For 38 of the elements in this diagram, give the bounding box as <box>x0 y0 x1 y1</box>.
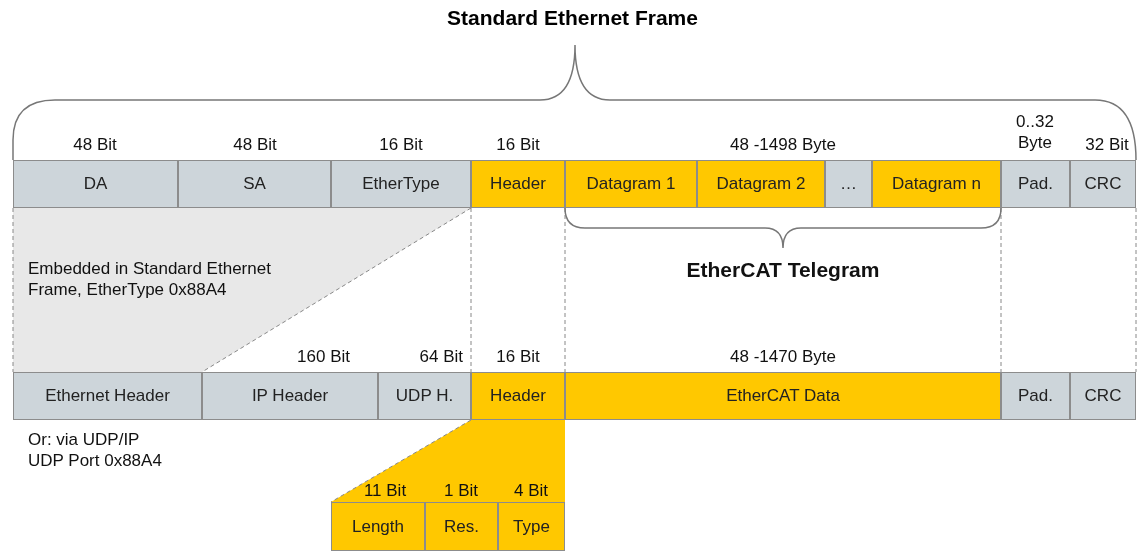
field-cell: Res. <box>425 502 498 551</box>
field-cell: Datagram n <box>872 160 1001 208</box>
size-label: 48 Bit <box>72 134 118 155</box>
size-label: 32 Bit <box>1084 134 1130 155</box>
field-cell: Length <box>331 502 425 551</box>
field-cell: Datagram 1 <box>565 160 697 208</box>
size-label: 4 Bit <box>513 480 549 501</box>
size-label: 16 Bit <box>495 134 541 155</box>
size-label: 16 Bit <box>378 134 424 155</box>
field-cell: Type <box>498 502 565 551</box>
diagram-title: Standard Ethernet Frame <box>446 6 699 30</box>
size-label: 48 -1498 Byte <box>729 134 837 155</box>
field-cell: UDP H. <box>378 372 471 420</box>
field-cell: DA <box>13 160 178 208</box>
note-text: Or: via UDP/IP UDP Port 0x88A4 <box>28 429 163 471</box>
field-cell: Header <box>471 372 565 420</box>
size-label: 48 Bit <box>232 134 278 155</box>
field-cell: Ethernet Header <box>13 372 202 420</box>
size-label: 160 Bit <box>296 346 350 367</box>
size-label: 64 Bit <box>418 346 463 367</box>
note-text: Embedded in Standard Ethernet Frame, EtherType 0x88A4 <box>28 258 272 300</box>
section-heading: EtherCAT Telegram <box>685 259 881 280</box>
field-cell: Datagram 2 <box>697 160 825 208</box>
size-label: 0..32 Byte <box>1015 111 1055 153</box>
field-cell: EtherCAT Data <box>565 372 1001 420</box>
field-cell: CRC <box>1070 372 1136 420</box>
field-cell: SA <box>178 160 331 208</box>
field-cell: Pad. <box>1001 160 1070 208</box>
size-label: 16 Bit <box>495 346 541 367</box>
field-cell: IP Header <box>202 372 378 420</box>
field-cell: … <box>825 160 872 208</box>
size-label: 11 Bit <box>362 480 408 501</box>
size-label: 48 -1470 Byte <box>729 346 837 367</box>
field-cell: Pad. <box>1001 372 1070 420</box>
size-label: 1 Bit <box>443 480 479 501</box>
field-cell: CRC <box>1070 160 1136 208</box>
field-cell: EtherType <box>331 160 471 208</box>
field-cell: Header <box>471 160 565 208</box>
